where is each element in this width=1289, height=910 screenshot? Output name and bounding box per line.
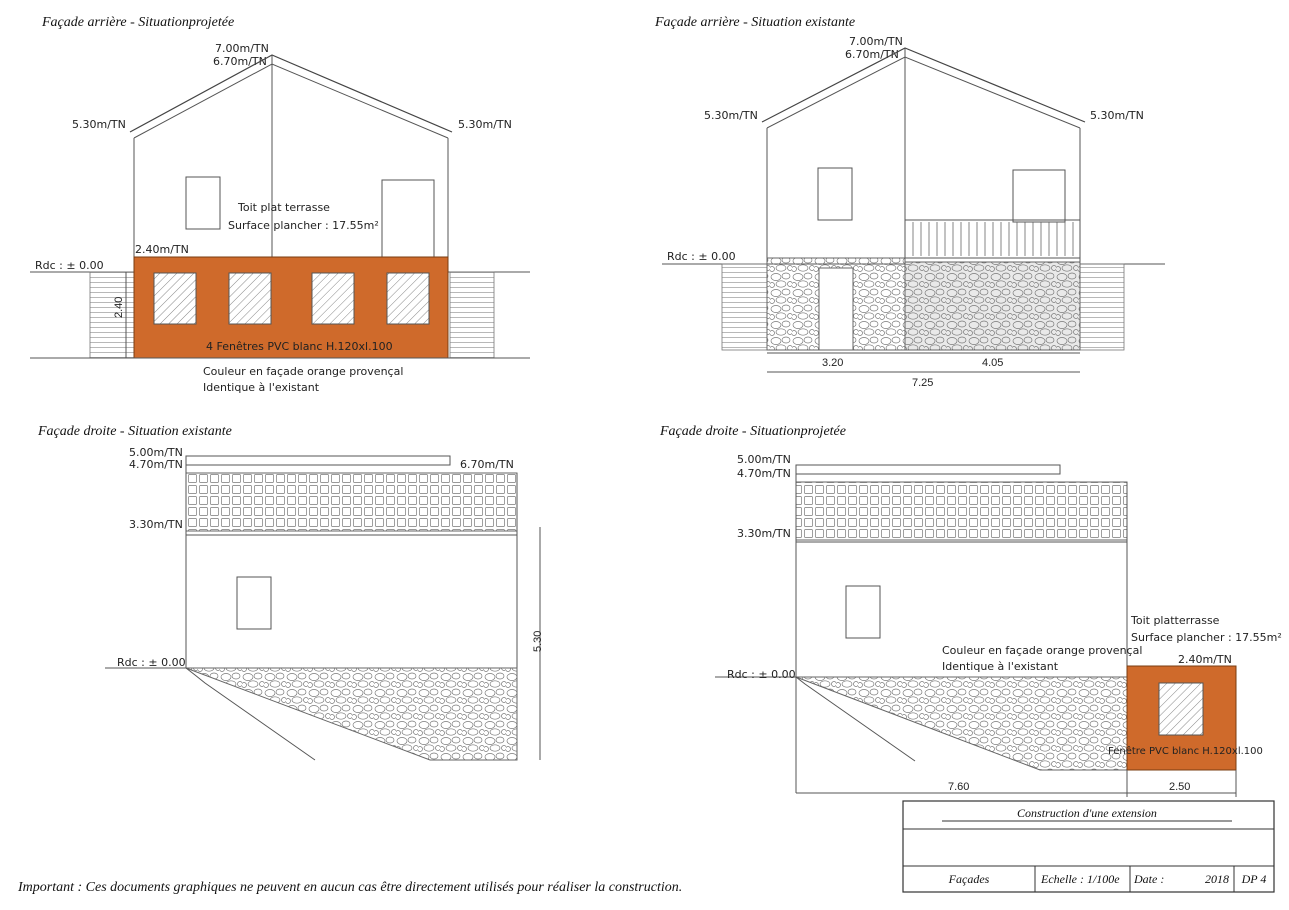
upper-door	[381, 179, 435, 258]
roof-tiles	[795, 481, 1128, 541]
roof-inner	[766, 56, 1081, 129]
roof-inner	[133, 63, 449, 139]
roof-edge	[185, 455, 451, 466]
level-right-label: 6.70m/TN	[460, 458, 514, 471]
level-ridge-label: 7.00m/TN	[849, 35, 903, 48]
window-note: Fenêtre PVC blanc H.120xl.100	[1108, 745, 1263, 757]
level-left-label: 5.30m/TN	[72, 118, 126, 131]
facade-droite-projetee: Façade droite - Situationprojetée 5.00m/…	[659, 424, 1282, 797]
view-title: Façade droite - Situationprojetée	[659, 424, 846, 439]
extension-window	[1158, 682, 1204, 736]
stair-steps	[795, 676, 916, 762]
upper-window	[185, 176, 221, 230]
window-1	[153, 272, 197, 325]
color-note-2: Identique à l'existant	[203, 381, 320, 394]
window	[236, 576, 272, 630]
stone-foundation	[795, 676, 1128, 771]
stair-steps	[185, 667, 316, 761]
level-top-label: 5.00m/TN	[129, 446, 183, 459]
footer-note: Important : Ces documents graphiques ne …	[17, 880, 682, 895]
right-stairs	[449, 271, 495, 359]
left-stairs	[721, 263, 768, 351]
level-ridge2-label: 6.70m/TN	[845, 48, 899, 61]
window-2	[228, 272, 272, 325]
sheet-number: DP 4	[1241, 872, 1267, 886]
level-roof-label: 4.70m/TN	[129, 458, 183, 471]
level-mid-label: 3.30m/TN	[737, 527, 791, 540]
dim-right-label: 4.05	[982, 357, 1003, 369]
roof-tiles	[185, 472, 518, 532]
level-right-label: 5.30m/TN	[1090, 109, 1144, 122]
view-title: Façade arrière - Situation existante	[654, 15, 855, 30]
rdc-label: Rdc : ± 0.00	[667, 250, 736, 263]
roof-note-2: Surface plancher : 17.55m²	[1131, 631, 1282, 644]
sheet-name: Façades	[948, 872, 990, 886]
facade-arriere-existante: Façade arrière - Situation existante 7.0…	[654, 15, 1165, 389]
color-note-1: Couleur en façade orange provençal	[942, 644, 1142, 657]
color-note-2: Identique à l'existant	[942, 660, 1059, 673]
level-right-label: 5.30m/TN	[458, 118, 512, 131]
roof-note-1: Toit plat terrasse	[237, 201, 330, 214]
roof-edge	[795, 464, 1061, 475]
stone-wall-right	[904, 261, 1081, 351]
scale-label: Echelle : 1/100e	[1040, 872, 1120, 886]
year-value: 2018	[1205, 872, 1229, 886]
view-title: Façade droite - Situation existante	[37, 424, 232, 439]
upper-window	[817, 167, 853, 221]
level-extension-label: 2.40m/TN	[1178, 653, 1232, 666]
date-label: Date :	[1133, 872, 1164, 886]
level-left-label: 5.30m/TN	[704, 109, 758, 122]
level-mid-label: 3.30m/TN	[129, 518, 183, 531]
window-3	[311, 272, 355, 325]
rdc-label: Rdc : ± 0.00	[117, 656, 186, 669]
height-dim-label: 5.30	[532, 631, 544, 652]
upper-door	[1012, 169, 1066, 223]
left-stairs	[89, 271, 135, 359]
window	[845, 585, 881, 639]
roof-outline	[129, 54, 453, 133]
project-title: Construction d'une extension	[1017, 806, 1157, 820]
title-block: Construction d'une extension Façades Ech…	[902, 800, 1275, 893]
dim-total-label: 7.25	[912, 377, 933, 389]
rdc-label: Rdc : ± 0.00	[35, 259, 104, 272]
ground-door	[818, 267, 854, 351]
dim-right-label: 2.50	[1169, 781, 1190, 793]
facade-arriere-projetee: Façade arrière - Situationprojetée 7.00m…	[30, 15, 530, 394]
level-roof-label: 4.70m/TN	[737, 467, 791, 480]
window-4	[386, 272, 430, 325]
roof-note-1: Toit platterrasse	[1130, 614, 1220, 627]
balcony-railing	[904, 219, 1081, 259]
roof-note-2: Surface plancher : 17.55m²	[228, 219, 379, 232]
color-note-1: Couleur en façade orange provençal	[203, 365, 403, 378]
view-title: Façade arrière - Situationprojetée	[41, 15, 234, 30]
dim-left-label: 7.60	[948, 781, 969, 793]
rdc-label: Rdc : ± 0.00	[727, 668, 796, 681]
dim-left-label: 3.20	[822, 357, 843, 369]
level-extension-label: 2.40m/TN	[135, 243, 189, 256]
title-block-frame	[902, 800, 1275, 893]
windows-note: 4 Fenêtres PVC blanc H.120xl.100	[206, 340, 393, 353]
level-ridge-label: 7.00m/TN	[215, 42, 269, 55]
right-stairs	[1079, 263, 1125, 351]
facade-droite-existante: Façade droite - Situation existante 5.00…	[37, 424, 544, 761]
height-dim-label: 2.40	[113, 297, 125, 318]
stone-foundation	[185, 667, 518, 761]
railing-bars	[912, 222, 1074, 256]
level-top-label: 5.00m/TN	[737, 453, 791, 466]
